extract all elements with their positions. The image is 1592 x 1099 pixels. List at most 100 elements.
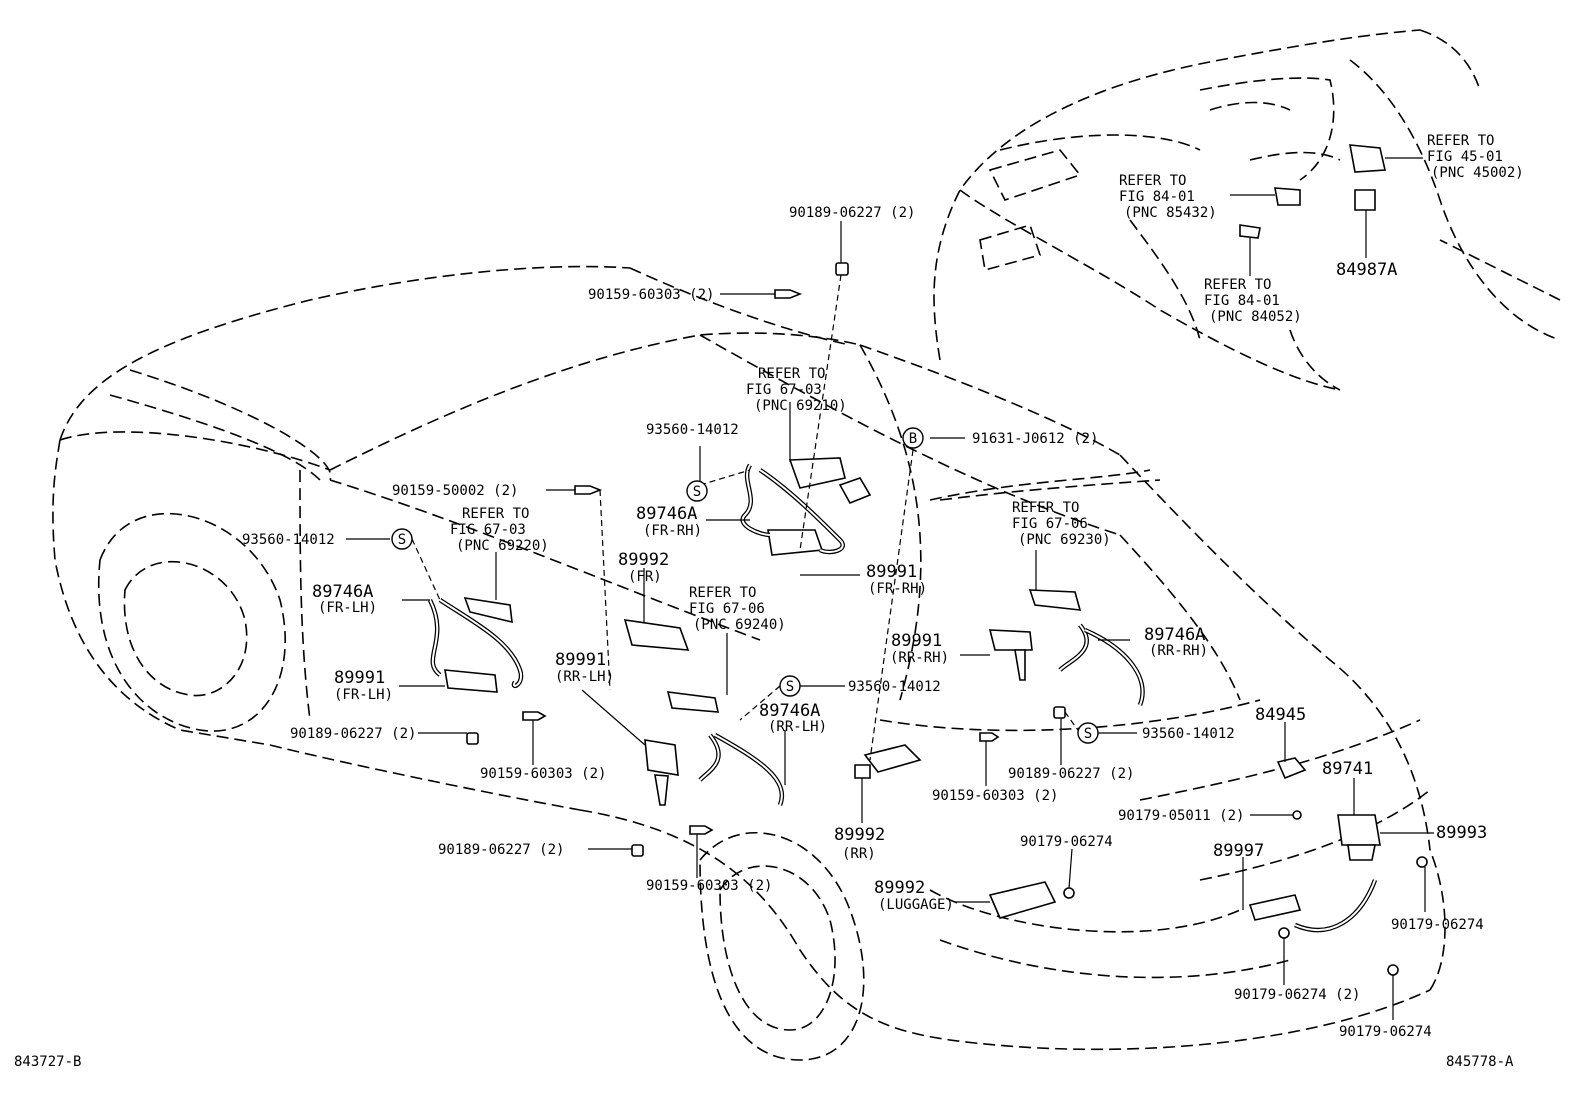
interior-inset bbox=[933, 29, 1561, 391]
part-number-label: 90179-06274 bbox=[1391, 917, 1484, 933]
position-label: (RR-RH) bbox=[890, 650, 949, 666]
handle-rr-rh bbox=[1028, 589, 1082, 611]
part-number-label: 89993 bbox=[1436, 823, 1487, 843]
refer-label: REFER TO bbox=[1427, 133, 1494, 149]
position-label: (RR-RH) bbox=[1149, 643, 1208, 659]
sensor-fr-lh bbox=[444, 669, 498, 693]
part-number-label: 90159-60303 (2) bbox=[480, 766, 606, 782]
part-number-label: 89746A bbox=[312, 582, 373, 602]
part-number-label: 89991 bbox=[555, 650, 606, 670]
part-number-label: 89746A bbox=[759, 701, 820, 721]
refer-label: FIG 84-01 bbox=[1204, 293, 1280, 309]
part-number-label: 89746A bbox=[636, 504, 697, 524]
handle-rr-lh bbox=[666, 691, 720, 713]
part-number-label: 90179-06274 bbox=[1339, 1024, 1432, 1040]
part-84987a bbox=[1354, 189, 1376, 211]
sensor-89992-rr bbox=[863, 744, 922, 773]
part-84945 bbox=[1276, 757, 1307, 780]
part-number-label: 90159-60303 (2) bbox=[588, 287, 714, 303]
clip-part bbox=[835, 262, 849, 276]
part-number-label: 90189-06227 (2) bbox=[789, 205, 915, 221]
part-number-label: 90179-06274 bbox=[1020, 834, 1113, 850]
symbols: S S B S S bbox=[391, 427, 1099, 744]
part-number-label: 89746A bbox=[1144, 625, 1205, 645]
part-number-label: 89992 bbox=[834, 825, 885, 845]
position-label: (FR-RH) bbox=[643, 523, 702, 539]
part-number-label: 90189-06227 (2) bbox=[1008, 766, 1134, 782]
part-number-label: 89741 bbox=[1322, 759, 1373, 779]
part-89997 bbox=[1248, 894, 1302, 921]
part-number-label: 90159-60303 (2) bbox=[646, 878, 772, 894]
refer-label: REFER TO bbox=[689, 585, 756, 601]
refer-label: REFER TO bbox=[1204, 277, 1271, 293]
part-number-label: 89992 bbox=[618, 550, 669, 570]
sensor-rr-lh bbox=[644, 739, 679, 776]
sensor-fr-rh bbox=[767, 529, 824, 556]
screw-part bbox=[774, 289, 803, 299]
part-number-label: 89992 bbox=[874, 878, 925, 898]
part-number-label: 90159-60303 (2) bbox=[932, 788, 1058, 804]
position-label: (FR-RH) bbox=[868, 581, 927, 597]
part-84052 bbox=[1239, 224, 1261, 239]
part-85432 bbox=[1274, 187, 1301, 206]
refer-label: (PNC 69210) bbox=[754, 398, 847, 414]
parts bbox=[427, 144, 1428, 976]
symbol-s: S bbox=[693, 484, 701, 500]
part-number-label: 93560-14012 bbox=[242, 532, 335, 548]
screw-part bbox=[574, 485, 603, 495]
part-number-label: 90189-06227 (2) bbox=[290, 726, 416, 742]
figure-code-right: 845778-A bbox=[1446, 1054, 1514, 1070]
part-number-label: 90159-50002 (2) bbox=[392, 483, 518, 499]
position-label: (FR) bbox=[628, 569, 662, 585]
position-label: (LUGGAGE) bbox=[878, 897, 954, 913]
part-number-label: 93560-14012 bbox=[1142, 726, 1235, 742]
refer-label: FIG 67-06 bbox=[689, 601, 765, 617]
part-number-label: 84945 bbox=[1255, 705, 1306, 725]
sensor-rr-rh bbox=[988, 629, 1033, 651]
symbol-s: S bbox=[1084, 726, 1092, 742]
symbol-s: S bbox=[786, 679, 794, 695]
figure-code-left: 843727-B bbox=[14, 1054, 81, 1070]
position-label: (RR) bbox=[842, 846, 876, 862]
refer-label: FIG 84-01 bbox=[1119, 189, 1195, 205]
part-number-label: 89997 bbox=[1213, 841, 1264, 861]
part-number-label: 90189-06227 (2) bbox=[438, 842, 564, 858]
part-number-label: 93560-14012 bbox=[848, 679, 941, 695]
refer-label: REFER TO bbox=[758, 366, 825, 382]
refer-label: (PNC 45002) bbox=[1431, 165, 1524, 181]
handle-fr-rh bbox=[788, 457, 846, 489]
refer-label: FIG 67-06 bbox=[1012, 516, 1088, 532]
position-label: (FR-LH) bbox=[318, 600, 377, 616]
leader-lines bbox=[346, 157, 1434, 1020]
refer-label: FIG 67-03 bbox=[450, 522, 526, 538]
refer-label: (PNC 69240) bbox=[693, 617, 786, 633]
part-number-label: 90179-05011 (2) bbox=[1118, 808, 1244, 824]
position-label: (FR-LH) bbox=[334, 687, 393, 703]
part-number-label: 90179-06274 (2) bbox=[1234, 987, 1360, 1003]
labels: 90189-06227 (2) 90159-60303 (2) REFER TO… bbox=[14, 133, 1524, 1070]
sensor-89992-luggage bbox=[988, 881, 1057, 919]
part-number-label: 84987A bbox=[1336, 260, 1397, 280]
part-number-label: 89991 bbox=[334, 668, 385, 688]
refer-label: (PNC 69230) bbox=[1018, 532, 1111, 548]
position-label: (RR-LH) bbox=[555, 669, 614, 685]
part-number-label: 93560-14012 bbox=[646, 422, 739, 438]
position-label: (RR-LH) bbox=[768, 719, 827, 735]
refer-label: (PNC 69220) bbox=[456, 538, 549, 554]
handle-fr-lh bbox=[463, 597, 513, 624]
part-number-label: 89991 bbox=[891, 631, 942, 651]
handle-fr-rh-plug bbox=[838, 477, 872, 505]
symbol-b: B bbox=[909, 431, 917, 447]
refer-label: REFER TO bbox=[462, 506, 529, 522]
part-89741 bbox=[1337, 814, 1381, 846]
part-number-label: 91631-J0612 (2) bbox=[972, 431, 1098, 447]
part-45002 bbox=[1349, 144, 1386, 173]
refer-label: FIG 45-01 bbox=[1427, 149, 1503, 165]
symbol-s: S bbox=[398, 532, 406, 548]
part-number-label: 89991 bbox=[866, 562, 917, 582]
refer-label: (PNC 85432) bbox=[1124, 205, 1217, 221]
refer-label: (PNC 84052) bbox=[1209, 309, 1302, 325]
refer-label: REFER TO bbox=[1012, 500, 1079, 516]
refer-label: FIG 67-03 bbox=[746, 382, 822, 398]
